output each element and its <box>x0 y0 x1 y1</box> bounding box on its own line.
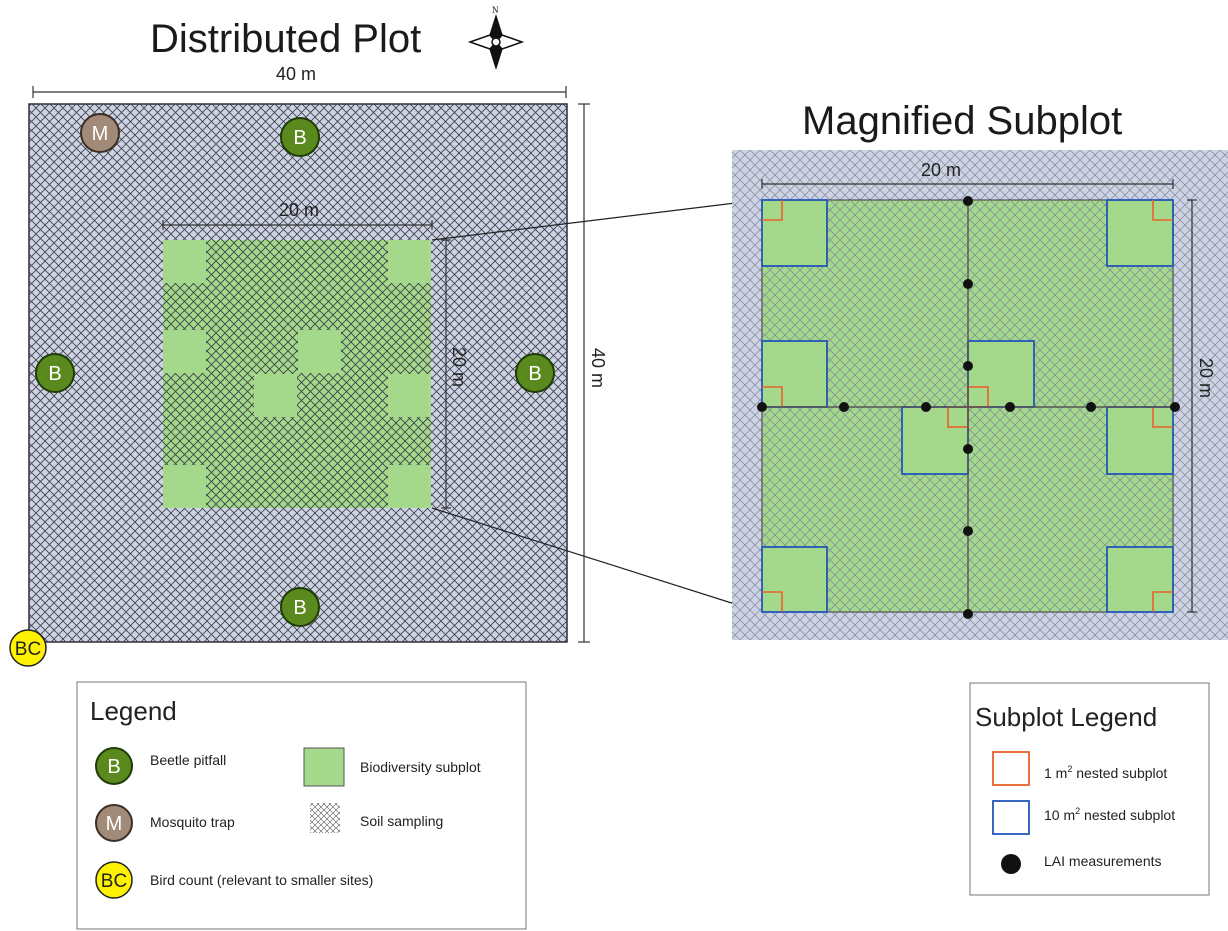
magnified-width-label: 20 m <box>921 160 961 180</box>
nested-1m-subplot <box>1152 591 1173 612</box>
lai-point <box>1170 402 1180 412</box>
biodiversity-subplots <box>163 240 431 508</box>
nested-1m-subplot <box>762 200 783 221</box>
nested-10m-subplot <box>967 340 1035 408</box>
subplot-legend-box: Subplot Legend 1 m2 nested subplot 10 m2… <box>969 682 1210 896</box>
svg-text:M: M <box>106 813 123 835</box>
lai-dot-swatch <box>1001 854 1021 874</box>
biodiversity-subplot <box>163 465 206 508</box>
nested-1m-subplot <box>762 591 783 612</box>
nested-10m-subplot <box>761 546 828 613</box>
lai-point <box>1086 402 1096 412</box>
magnified-height-dimension: 20 m <box>1187 199 1216 613</box>
svg-text:B: B <box>528 363 541 385</box>
bird-icon <box>95 861 133 899</box>
legend-title: Legend <box>90 696 177 726</box>
biodiversity-subplot <box>388 374 431 417</box>
svg-text:M: M <box>92 123 109 145</box>
legend-beetle-label: Beetle pitfall <box>150 752 226 768</box>
lai-measurement-points <box>757 196 1180 619</box>
legend-soil-label: Soil sampling <box>360 813 443 829</box>
svg-text:B: B <box>293 127 306 149</box>
outer-height-dimension: 40 m <box>578 103 608 643</box>
mosquito-icon <box>95 804 133 842</box>
legend-soil-item: Soil sampling <box>310 803 443 833</box>
magnified-width-dimension: 20 m <box>761 160 1174 189</box>
svg-text:BC: BC <box>15 639 41 660</box>
legend-box: Legend B Beetle pitfall M Mosquito trap … <box>76 681 527 930</box>
legend-mosquito-item: M Mosquito trap <box>95 804 235 842</box>
lai-point <box>963 361 973 371</box>
nested-1m-subplot <box>1152 407 1173 428</box>
svg-text:B: B <box>293 597 306 619</box>
inner-width-dimension: 20 m <box>162 200 433 230</box>
legend-nested-1m-label: 1 m2 nested subplot <box>1044 764 1167 781</box>
lai-point <box>757 402 767 412</box>
biodiversity-subplot <box>254 374 297 417</box>
distributed-plot-title: Distributed Plot <box>150 17 421 61</box>
lai-point <box>839 402 849 412</box>
inner-width-label: 20 m <box>279 200 319 220</box>
zoom-connector-line <box>431 199 761 241</box>
magnified-height-label: 20 m <box>1196 358 1216 398</box>
nested-1m-swatch <box>992 751 1030 786</box>
lai-point <box>1005 402 1015 412</box>
biodiversity-subplot <box>388 465 431 508</box>
mosquito-trap-marker: M <box>80 113 120 153</box>
nested-1m-subplot <box>762 386 783 407</box>
beetle-icon <box>95 747 133 785</box>
soil-hatch-swatch <box>310 803 340 833</box>
svg-text:BC: BC <box>101 871 127 892</box>
legend-lai-item: LAI measurements <box>1001 853 1162 874</box>
lai-point <box>963 279 973 289</box>
nested-10m-subplot <box>761 199 828 267</box>
compass-icon: N <box>467 5 525 70</box>
lai-point <box>963 196 973 206</box>
svg-text:B: B <box>107 756 120 778</box>
nested-10m-subplot <box>761 340 828 408</box>
nested-10m-subplot <box>1106 199 1174 267</box>
subplot-legend-title: Subplot Legend <box>975 702 1157 732</box>
biodiversity-subplot <box>163 330 206 373</box>
inner-height-label: 20 m <box>449 347 469 387</box>
beetle-pitfall-marker: B <box>35 353 75 393</box>
zoom-connector-line <box>431 507 761 613</box>
lai-point <box>963 609 973 619</box>
svg-text:B: B <box>48 363 61 385</box>
inner-height-dimension: 20 m <box>441 239 469 509</box>
lai-point <box>963 444 973 454</box>
beetle-pitfall-marker: B <box>515 353 555 393</box>
nested-10m-subplot <box>1106 546 1174 613</box>
legend-bird-label: Bird count (relevant to smaller sites) <box>150 872 373 888</box>
bird-count-marker: BC <box>9 629 47 667</box>
lai-point <box>963 526 973 536</box>
nested-10m-swatch <box>992 800 1030 835</box>
outer-height-label: 40 m <box>588 348 608 388</box>
legend-nested-1m-item: 1 m2 nested subplot <box>992 751 1167 786</box>
biodiversity-subplot <box>298 330 341 373</box>
legend-biodiversity-item: Biodiversity subplot <box>303 747 481 787</box>
legend-biodiversity-label: Biodiversity subplot <box>360 759 481 775</box>
legend-bird-item: BC Bird count (relevant to smaller sites… <box>95 861 373 899</box>
nested-10m-subplots <box>761 199 1174 613</box>
beetle-pitfall-marker: B <box>280 117 320 157</box>
compass-north-label: N <box>492 5 499 15</box>
outer-width-dimension: 40 m <box>32 64 567 98</box>
legend-nested-10m-item: 10 m2 nested subplot <box>992 800 1175 835</box>
legend-nested-10m-label: 10 m2 nested subplot <box>1044 806 1175 823</box>
nested-10m-subplot <box>1106 406 1174 475</box>
biodiversity-swatch <box>303 747 345 787</box>
nested-10m-subplot <box>901 406 969 475</box>
lai-point <box>921 402 931 412</box>
nested-1m-subplot <box>1152 200 1173 221</box>
legend-mosquito-label: Mosquito trap <box>150 814 235 830</box>
legend-beetle-item: B Beetle pitfall <box>95 747 226 785</box>
magnified-subplot-title: Magnified Subplot <box>802 99 1122 143</box>
outer-width-label: 40 m <box>276 64 316 84</box>
biodiversity-subplot <box>388 240 431 283</box>
legend-lai-label: LAI measurements <box>1044 853 1162 869</box>
beetle-pitfall-marker: B <box>280 587 320 627</box>
biodiversity-subplot <box>163 240 206 283</box>
